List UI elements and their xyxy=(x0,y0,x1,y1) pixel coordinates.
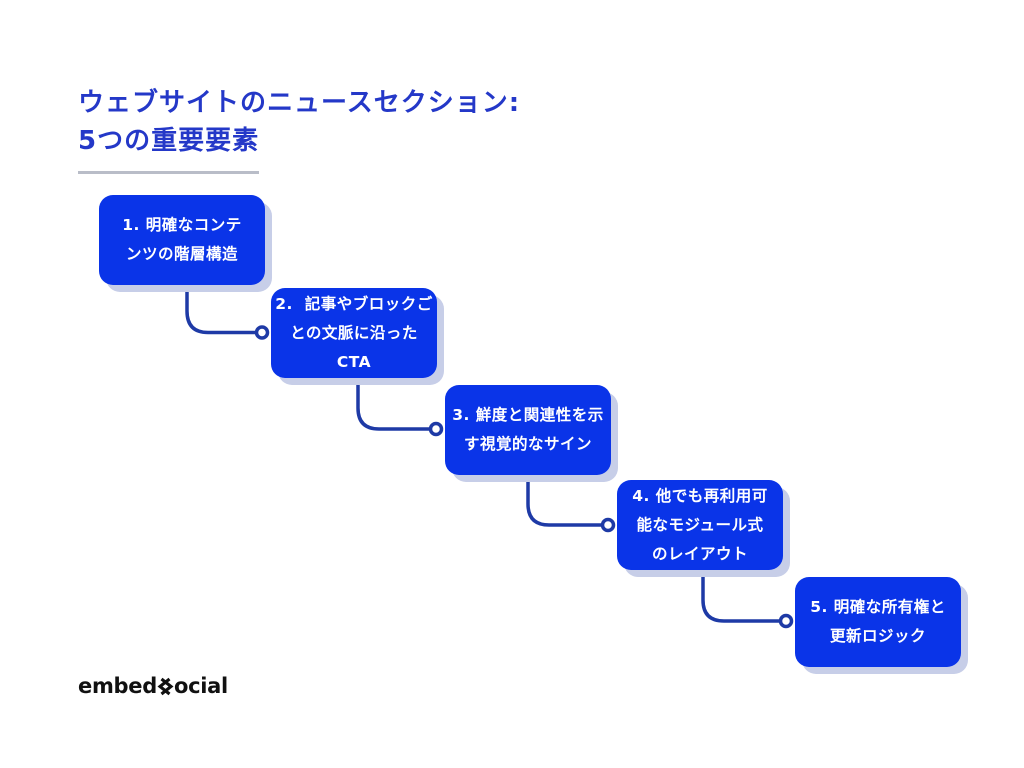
connector-line-1-2 xyxy=(185,283,255,335)
connector-node-5 xyxy=(778,613,794,629)
connector-node-4 xyxy=(600,517,616,533)
step-2-text-line: との文脈に沿った xyxy=(290,323,418,342)
page-title-line-1: ウェブサイトのニュースセクション: xyxy=(78,88,521,118)
step-box-4: 4. 他でも再利用可 能なモジュール式 のレイアウト xyxy=(617,480,783,570)
step-box-3: 3. 鮮度と関連性を示 す視覚的なサイン xyxy=(445,385,611,475)
embedsocial-logo: embed ocial xyxy=(78,674,228,698)
step-4-text-line: 4. 他でも再利用可 xyxy=(632,486,768,505)
step-2-text-line: 2. 記事やブロックご xyxy=(275,294,433,313)
connector-node-2 xyxy=(254,325,270,340)
step-box-1: 1. 明確なコンテ ンツの階層構造 xyxy=(99,195,265,285)
step-5-text-line: 5. 明確な所有権と xyxy=(810,598,946,616)
connector-line-4-5 xyxy=(701,568,779,623)
step-4-text-line: 能なモジュール式 xyxy=(636,515,764,534)
connector-node-3 xyxy=(428,421,444,437)
logo-text-suffix: ocial xyxy=(173,674,228,698)
step-1-text-line: 1. 明確なコンテ xyxy=(122,216,242,234)
step-3-text-line: 3. 鮮度と関連性を示 xyxy=(452,406,604,424)
step-4-text-line: のレイアウト xyxy=(651,544,748,563)
connector-line-2-3 xyxy=(356,375,429,431)
step-3-text-line: す視覚的なサイン xyxy=(463,435,592,453)
connector-line-3-4 xyxy=(526,471,601,527)
step-box-5: 5. 明確な所有権と 更新ロジック xyxy=(795,577,961,667)
logo-text-prefix: embed xyxy=(78,674,157,698)
page-title-line-2: 5つの重要要素 xyxy=(78,126,260,156)
chevron-diamond-s-icon xyxy=(157,677,174,696)
step-box-2: 2. 記事やブロックご との文脈に沿った CTA xyxy=(271,288,437,378)
title-underline-divider xyxy=(78,171,259,174)
step-1-text-line: ンツの階層構造 xyxy=(125,245,238,263)
page-title: ウェブサイトのニュースセクション: 5つの重要要素 xyxy=(78,84,520,160)
step-2-text-line: CTA xyxy=(336,352,372,371)
step-5-text-line: 更新ロジック xyxy=(829,627,926,645)
